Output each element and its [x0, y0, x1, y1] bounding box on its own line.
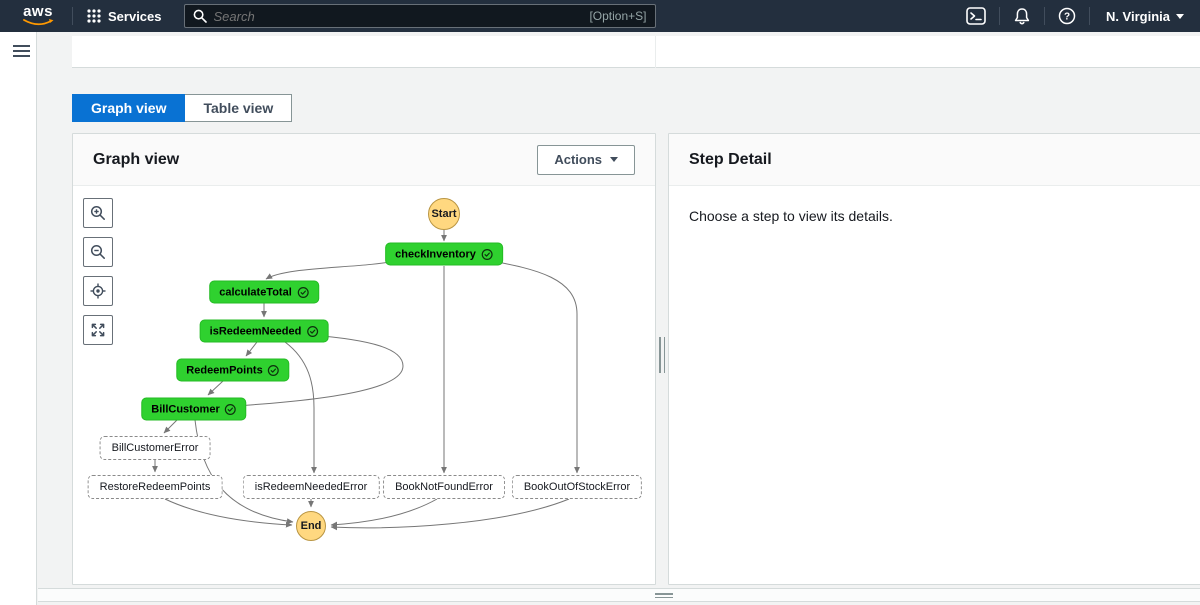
node-BillCustomer[interactable]: BillCustomer [141, 397, 247, 421]
zoom-out-button[interactable] [83, 237, 113, 267]
node-label: isRedeemNeededError [254, 481, 368, 493]
node-start[interactable]: Start [428, 198, 460, 230]
svg-text:?: ? [1064, 12, 1070, 23]
node-label: isRedeemNeeded [209, 325, 302, 337]
node-label: BookNotFoundError [395, 481, 493, 493]
node-label: calculateTotal [219, 286, 292, 298]
panel-resize-handle-vertical[interactable] [659, 337, 665, 373]
chevron-down-icon [610, 157, 618, 162]
region-label: N. Virginia [1105, 8, 1170, 24]
graph-panel-title: Graph view [93, 150, 180, 168]
search-icon [193, 9, 207, 23]
node-BookOutOfStockError[interactable]: BookOutOfStockError [511, 475, 643, 499]
notifications-button[interactable] [1000, 0, 1044, 32]
bell-icon [1014, 7, 1030, 24]
node-RedeemPoints[interactable]: RedeemPoints [176, 358, 290, 382]
node-end[interactable]: End [296, 511, 326, 541]
bottom-split-bar [38, 588, 1200, 602]
tab-table-view[interactable]: Table view [185, 94, 293, 122]
nav-divider [1088, 7, 1090, 25]
node-RestoreRedeemPoints[interactable]: RestoreRedeemPoints [87, 475, 223, 499]
zoom-in-button[interactable] [83, 198, 113, 228]
node-label: checkInventory [395, 248, 476, 260]
region-selector[interactable]: N. Virginia [1090, 9, 1200, 24]
node-isRedeemNeeded[interactable]: isRedeemNeeded [199, 319, 329, 343]
node-BillCustomerError[interactable]: BillCustomerError [99, 436, 211, 460]
tab-graph-view[interactable]: Graph view [72, 94, 186, 122]
aws-logo[interactable]: aws [18, 3, 58, 27]
node-checkInventory[interactable]: checkInventory [385, 242, 503, 266]
node-label: End [300, 520, 322, 532]
services-grid-icon [87, 9, 101, 23]
fit-to-view-button[interactable] [83, 315, 113, 345]
workflow-graph-canvas[interactable]: Start checkInventory calculateTotal isRed… [73, 186, 655, 558]
view-tab-group: Graph view Table view [72, 94, 293, 122]
help-button[interactable]: ? [1045, 0, 1089, 32]
chevron-down-icon [1176, 13, 1184, 19]
graph-edges [152, 230, 580, 531]
actions-button[interactable]: Actions [537, 144, 635, 175]
node-label: BillCustomer [151, 403, 220, 415]
nav-divider [1043, 7, 1045, 25]
step-panel-header: Step Detail [669, 134, 1200, 186]
step-detail-panel: Step Detail Choose a step to view its de… [668, 133, 1200, 585]
aws-smile-icon [23, 19, 54, 26]
actions-button-label: Actions [554, 152, 602, 167]
step-detail-empty-message: Choose a step to view its details. [689, 208, 893, 224]
node-isRedeemNeededError[interactable]: isRedeemNeededError [242, 475, 380, 499]
center-graph-button[interactable] [83, 276, 113, 306]
panel-resize-handle-horizontal[interactable] [655, 593, 673, 598]
help-icon: ? [1058, 7, 1076, 25]
check-circle-icon [481, 248, 493, 260]
node-label: RedeemPoints [186, 364, 263, 376]
check-circle-icon [306, 325, 318, 337]
nav-divider [998, 7, 1000, 25]
global-search[interactable]: [Option+S] [183, 4, 656, 28]
graph-zoom-controls [83, 198, 113, 345]
cloudshell-icon [966, 7, 986, 25]
node-label: Start [431, 208, 457, 220]
menu-toggle-button[interactable] [13, 45, 30, 58]
check-circle-icon [297, 286, 309, 298]
node-calculateTotal[interactable]: calculateTotal [209, 280, 319, 304]
graph-panel-header: Graph view Actions [73, 134, 655, 186]
step-panel-title: Step Detail [689, 150, 772, 168]
node-label: BookOutOfStockError [523, 481, 631, 493]
graph-view-panel: Graph view Actions [72, 133, 656, 585]
node-label: RestoreRedeemPoints [99, 481, 211, 493]
check-circle-icon [268, 364, 280, 376]
node-label: BillCustomerError [111, 442, 199, 454]
services-menu[interactable]: Services [73, 0, 176, 32]
check-circle-icon [225, 403, 237, 415]
search-shortcut-hint: [Option+S] [589, 9, 647, 23]
nav-divider [72, 7, 73, 25]
cloudshell-button[interactable] [953, 0, 999, 32]
search-input[interactable] [213, 8, 583, 24]
side-navigation-rail [0, 32, 37, 605]
services-label: Services [108, 8, 162, 24]
scrolled-card-bottom [72, 36, 1200, 68]
aws-logo-text: aws [23, 3, 53, 20]
node-BookNotFoundError[interactable]: BookNotFoundError [383, 475, 505, 499]
top-navigation-bar: aws Services [Option+S] [0, 0, 1200, 32]
